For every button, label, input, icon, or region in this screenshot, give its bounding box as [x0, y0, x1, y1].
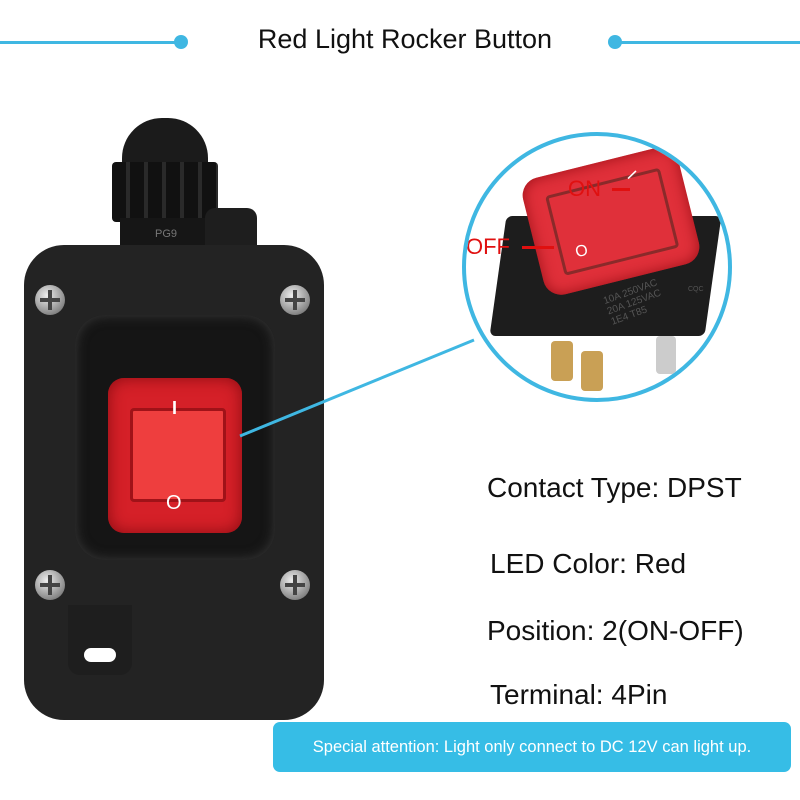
- cable-gland-cap: [122, 118, 208, 168]
- screw: [35, 285, 65, 315]
- terminal: [581, 351, 603, 391]
- off-symbol: O: [166, 492, 182, 514]
- cert-mark: CQC: [688, 286, 704, 293]
- rocker-inner-panel: [545, 167, 680, 276]
- spec-led-color: LED Color: Red: [490, 548, 687, 579]
- cable-gland-base: PG9: [120, 218, 212, 250]
- header-dot-left: [174, 35, 188, 49]
- mount-tab-bottom: [68, 605, 132, 675]
- callout-circle: 10A 250VAC 20A 125VAC 1E4 T85 CQC I O ON…: [462, 132, 732, 402]
- on-pointer: [612, 188, 630, 191]
- mount-tab-hole: [84, 648, 116, 662]
- spec-position: Position: 2(ON-OFF): [487, 615, 744, 646]
- header-line-right: [615, 41, 800, 44]
- callout-line: [239, 338, 475, 438]
- page-title: Red Light Rocker Button: [257, 24, 553, 54]
- spec-contact-type: Contact Type: DPST: [487, 472, 742, 503]
- screw: [280, 570, 310, 600]
- spec-terminal: Terminal: 4Pin: [490, 679, 668, 710]
- product-photo: PG9 I O: [0, 100, 340, 720]
- off-annotation: OFF: [466, 234, 510, 259]
- notice-banner: Special attention: Light only connect to…: [273, 722, 791, 772]
- terminal: [656, 336, 676, 374]
- terminal: [551, 341, 573, 381]
- screw: [280, 285, 310, 315]
- rocker-inner-panel: [130, 408, 226, 502]
- header-line-left: [0, 41, 180, 44]
- on-annotation: ON: [568, 176, 601, 201]
- off-pointer: [522, 246, 554, 249]
- cable-gland-nut: [112, 162, 218, 222]
- on-symbol: I: [172, 398, 178, 418]
- red-rocker-switch[interactable]: I O: [108, 378, 242, 533]
- screw: [35, 570, 65, 600]
